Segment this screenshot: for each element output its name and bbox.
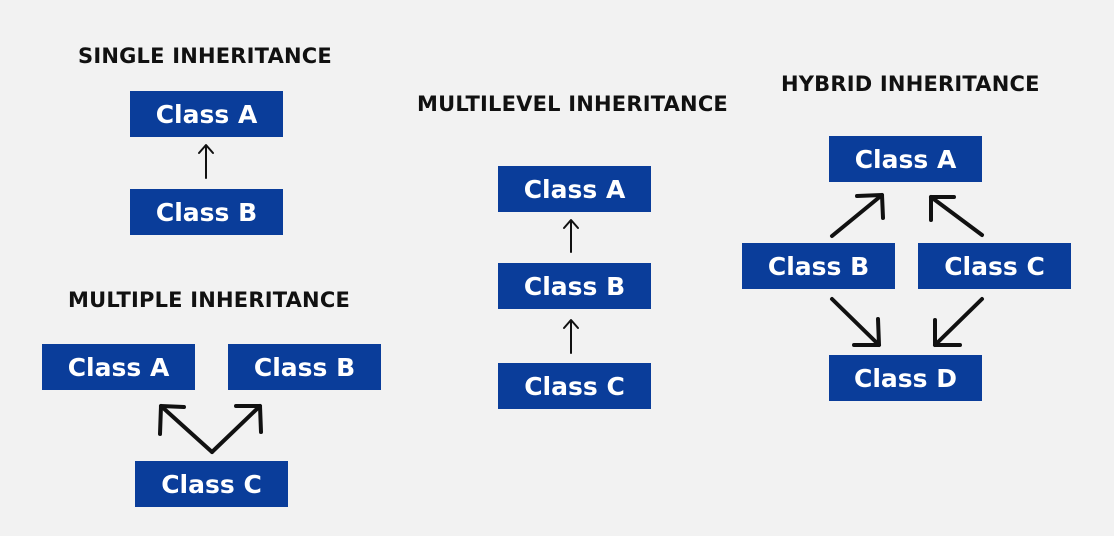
- hybrid-class-c-box: Class C: [918, 243, 1071, 289]
- hybrid-arrow-b-to-a: [830, 193, 885, 238]
- multilevel-class-c-box: Class C: [498, 363, 651, 409]
- hybrid-arrow-b-to-d: [830, 297, 881, 347]
- hybrid-arrow-c-to-a: [929, 195, 984, 237]
- multilevel-arrow-c-to-b: [563, 319, 579, 354]
- multilevel-class-a-box: Class A: [498, 166, 651, 212]
- hybrid-inheritance-title: HYBRID INHERITANCE: [781, 72, 1040, 96]
- multiple-inheritance-title: MULTIPLE INHERITANCE: [68, 288, 350, 312]
- hybrid-class-b-box: Class B: [742, 243, 895, 289]
- single-arrow-b-to-a: [198, 144, 214, 179]
- multiple-arrow-c-to-a: [158, 404, 214, 454]
- hybrid-class-d-box: Class D: [829, 355, 982, 401]
- hybrid-arrow-c-to-d: [933, 297, 984, 347]
- multilevel-class-b-box: Class B: [498, 263, 651, 309]
- multiple-class-b-box: Class B: [228, 344, 381, 390]
- single-class-b-box: Class B: [130, 189, 283, 235]
- hybrid-class-a-box: Class A: [829, 136, 982, 182]
- multiple-arrow-c-to-b: [210, 404, 263, 454]
- multiple-class-a-box: Class A: [42, 344, 195, 390]
- multilevel-arrow-b-to-a: [563, 219, 579, 253]
- single-inheritance-title: SINGLE INHERITANCE: [78, 44, 332, 68]
- multilevel-inheritance-title: MULTILEVEL INHERITANCE: [417, 92, 728, 116]
- multiple-class-c-box: Class C: [135, 461, 288, 507]
- single-class-a-box: Class A: [130, 91, 283, 137]
